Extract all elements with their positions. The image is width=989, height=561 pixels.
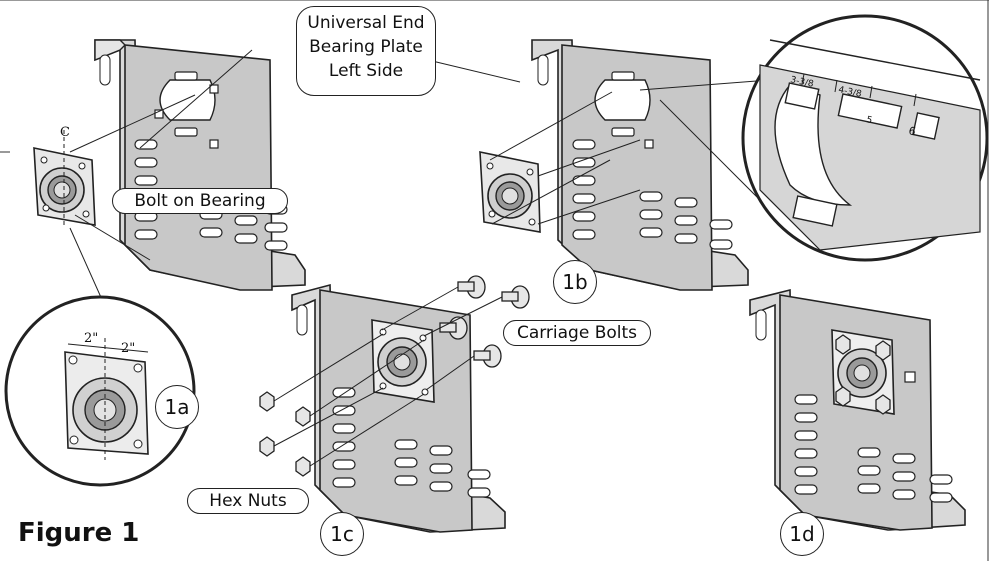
- callout-line-1: Universal End: [307, 13, 425, 33]
- step-label-1b: 1b: [553, 260, 597, 304]
- bolt-on-bearing-2: [479, 151, 541, 233]
- carriage-bolts: [439, 275, 530, 368]
- step-label-1d: 1d: [780, 512, 824, 556]
- dimension-right: 2": [121, 341, 135, 356]
- bearing-plate-3: [291, 283, 506, 533]
- dimension-left: 2": [84, 331, 98, 346]
- bearing-plate-2: [531, 39, 749, 291]
- bolt-on-bearing-1: C: [33, 125, 96, 228]
- scale-mark-2: 4-3/8: [837, 85, 862, 100]
- label-carriage-bolts: Carriage Bolts: [503, 320, 651, 346]
- callout-universal-end-bearing-plate: Universal End Bearing Plate Left Side: [296, 6, 436, 96]
- hex-nuts: [259, 391, 311, 477]
- label-hex-nuts: Hex Nuts: [187, 488, 309, 514]
- scale-mark-4: 6: [907, 124, 917, 138]
- detail-circle-1a: 2" 2": [4, 295, 196, 487]
- step-label-1a: 1a: [155, 385, 199, 429]
- figure-title: Figure 1: [18, 518, 140, 548]
- label-bolt-on-bearing: Bolt on Bearing: [112, 188, 288, 214]
- scale-mark-3: 5: [865, 115, 873, 126]
- callout-line-3: Left Side: [328, 61, 404, 81]
- centerline-label: C: [60, 125, 70, 140]
- step-label-1c: 1c: [320, 512, 364, 556]
- scale-mark-1: 3-3/8: [789, 75, 814, 90]
- callout-line-2: Bearing Plate: [309, 37, 423, 57]
- bearing-plate-1: [94, 39, 306, 291]
- bearing-plate-assembled: [749, 288, 966, 531]
- scale-detail-circle: 3-3/8 4-3/8 5 6: [741, 14, 989, 262]
